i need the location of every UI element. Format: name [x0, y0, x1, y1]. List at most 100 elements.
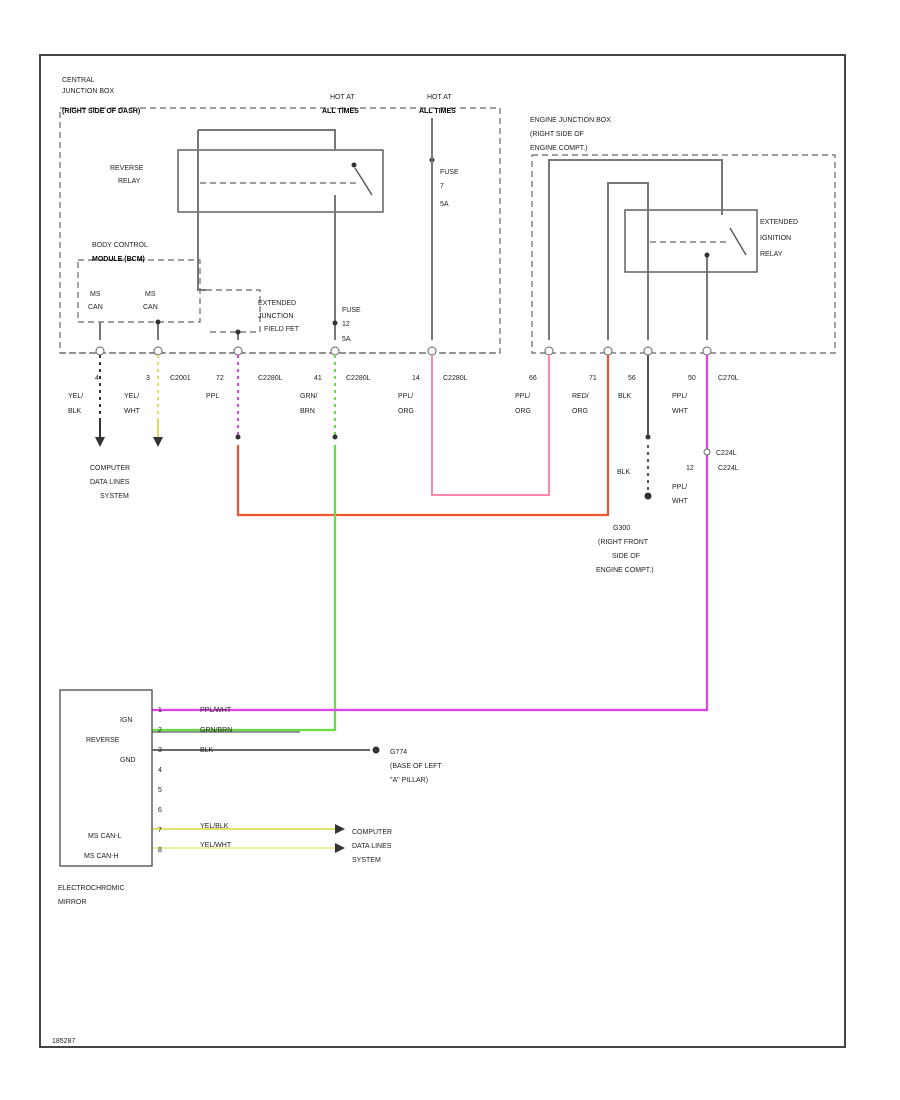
electrochromic-mirror: ELECTROCHROMIC MIRROR IGN REVERSE GND MS… — [58, 689, 232, 906]
pin-41: 41 — [314, 375, 322, 382]
mirror-pin-label-3: GND — [120, 757, 136, 764]
computer-data-top: COMPUTER DATA LINES SYSTEM — [90, 465, 130, 500]
mirror-pin-num-7: 7 — [158, 827, 162, 834]
bcm-label-2: MODULE (BCM) — [92, 256, 145, 263]
mirror-name-1: ELECTROCHROMIC — [58, 885, 125, 892]
fuse-mid-label-1: FUSE — [342, 307, 361, 314]
g300-name-1: G300 — [613, 525, 630, 532]
ejb-title-2: (RIGHT SIDE OF — [530, 131, 584, 138]
wire-yel-blk-1: YEL/ — [68, 393, 83, 400]
pin-72: 72 — [216, 375, 224, 382]
ext-ign-relay-label-1: EXTENDED — [760, 219, 798, 226]
central-junction-box: CENTRAL JUNCTION BOX (RIGHT SIDE OF DASH… — [59, 77, 501, 354]
pin-56: 56 — [628, 375, 636, 382]
pin-3: 3 — [146, 375, 150, 382]
wire-ppl-wht-2: WHT — [672, 408, 689, 415]
wire-ppl-wht-line — [152, 355, 709, 712]
mirror-wire-7: YEL/BLK — [200, 823, 229, 830]
cdl-bottom-2: DATA LINES — [352, 843, 392, 850]
mirror-pin-num-5: 5 — [158, 787, 162, 794]
wire-ppl-wht-1: PPL/ — [672, 393, 687, 400]
mirror-wire-2: GRN/BRN — [200, 727, 232, 734]
mirror-pin-num-3: 3 — [158, 747, 162, 754]
wire-ppl: PPL — [206, 393, 219, 400]
wire-yel-blk-2: BLK — [68, 408, 82, 415]
fuse-right-label-3: 5A — [440, 201, 449, 208]
mirror-wire-1: PPL/WHT — [200, 707, 232, 714]
cdl-top-3: SYSTEM — [100, 493, 129, 500]
pin-50: 50 — [688, 375, 696, 382]
bcm-pin1-1: MS — [90, 291, 101, 298]
wire-grn-brn-line — [152, 445, 337, 732]
wire-labels: YEL/ BLK YEL/ WHT PPL GRN/ BRN PPL/ ORG … — [68, 393, 689, 415]
wire-grn-brn-2: BRN — [300, 408, 315, 415]
wire-red-org-line — [236, 355, 610, 517]
hot-label-right-2: ALL TIMES — [419, 108, 456, 115]
wire-red-org-1: RED/ — [572, 393, 589, 400]
engine-junction-box: ENGINE JUNCTION BOX (RIGHT SIDE OF ENGIN… — [530, 117, 836, 354]
g300-name-2: (RIGHT FRONT — [598, 539, 649, 546]
arrow-right-icon — [335, 843, 345, 853]
arrow-right-icon — [335, 824, 345, 834]
cdl-top-2: DATA LINES — [90, 479, 130, 486]
ext-jfet-label-3: FIELD FET — [264, 326, 300, 333]
ground-g774: G774 (BASE OF LEFT "A" PILLAR) — [390, 749, 442, 784]
wire-ppl-org-2: ORG — [398, 408, 414, 415]
c224l-pin: 12 — [686, 465, 694, 472]
hot-label-left-1: HOT AT — [330, 94, 355, 101]
conn-c270l: C270L — [718, 375, 739, 382]
bcm-pin2-1: MS — [145, 291, 156, 298]
conn-c2280l-1: C2280L — [258, 375, 283, 382]
wire-ppl-org-line — [431, 355, 550, 496]
reverse-relay-label-1: REVERSE — [110, 165, 144, 172]
pin-14: 14 — [412, 375, 420, 382]
ground-g300: BLK G300 (RIGHT FRONT SIDE OF ENGINE COM… — [596, 469, 654, 574]
c224l-name-1: C224L — [716, 450, 737, 457]
g300-name-3: SIDE OF — [612, 553, 640, 560]
mirror-wire-8: YEL/WHT — [200, 842, 232, 849]
mirror-pin-label-1: IGN — [120, 717, 132, 724]
mirror-name-2: MIRROR — [58, 899, 86, 906]
c224l-wire-1: PPL/ — [672, 484, 687, 491]
ext-ign-relay-label-2: IGNITION — [760, 235, 791, 242]
pin-4: 4 — [95, 375, 99, 382]
c224l-connector: C224L 12 C224L PPL/ WHT — [672, 450, 739, 505]
fuse-mid-label-3: 5A — [342, 336, 351, 343]
ground-g774-icon — [372, 746, 380, 754]
wire-blk: BLK — [618, 393, 632, 400]
wire-red-org-2: ORG — [572, 408, 588, 415]
cdl-bottom-1: COMPUTER — [352, 829, 392, 836]
hot-label-right-1: HOT AT — [427, 94, 452, 101]
arrow-down-icon — [95, 437, 105, 447]
wire-ppl-org-1: PPL/ — [398, 393, 413, 400]
arrow-down-icon — [153, 437, 163, 447]
colored-wires — [95, 355, 711, 853]
cdl-bottom-3: SYSTEM — [352, 857, 381, 864]
ext-jfet-label-2: JUNCTION — [258, 313, 293, 320]
mirror-pin-num-1: 1 — [158, 707, 162, 714]
mirror-pin-num-2: 2 — [158, 727, 162, 734]
computer-data-bottom: COMPUTER DATA LINES SYSTEM — [352, 829, 392, 864]
ext-jfet-label-1: EXTENDED — [258, 300, 296, 307]
bcm-label-1: BODY CONTROL — [92, 242, 148, 249]
mirror-pin-label-8: MS CAN-H — [84, 853, 119, 860]
fuse-right-label-1: FUSE — [440, 169, 459, 176]
ext-ign-relay-label-3: RELAY — [760, 251, 783, 258]
g774-name-2: (BASE OF LEFT — [390, 763, 442, 770]
ground-g300-icon — [644, 492, 652, 500]
wire-ppl-org-3: PPL/ — [515, 393, 530, 400]
conn-c2280l-3: C2280L — [443, 375, 468, 382]
connector-terminals — [60, 346, 712, 356]
conn-c2001: C2001 — [170, 375, 191, 382]
footer-code: 185287 — [52, 1038, 75, 1045]
ejb-title-1: ENGINE JUNCTION BOX — [530, 117, 611, 124]
g774-name-1: G774 — [390, 749, 407, 756]
wire-yel-wht-2: WHT — [124, 408, 141, 415]
c224l-wire-2: WHT — [672, 498, 689, 505]
cjb-title-1: CENTRAL — [62, 77, 95, 84]
conn-c2280l-2: C2280L — [346, 375, 371, 382]
bcm-pin1-2: CAN — [88, 304, 103, 311]
pin-numbers: 4 3 72 41 14 66 71 56 50 — [95, 375, 696, 382]
hot-label-left-2: ALL TIMES — [322, 108, 359, 115]
